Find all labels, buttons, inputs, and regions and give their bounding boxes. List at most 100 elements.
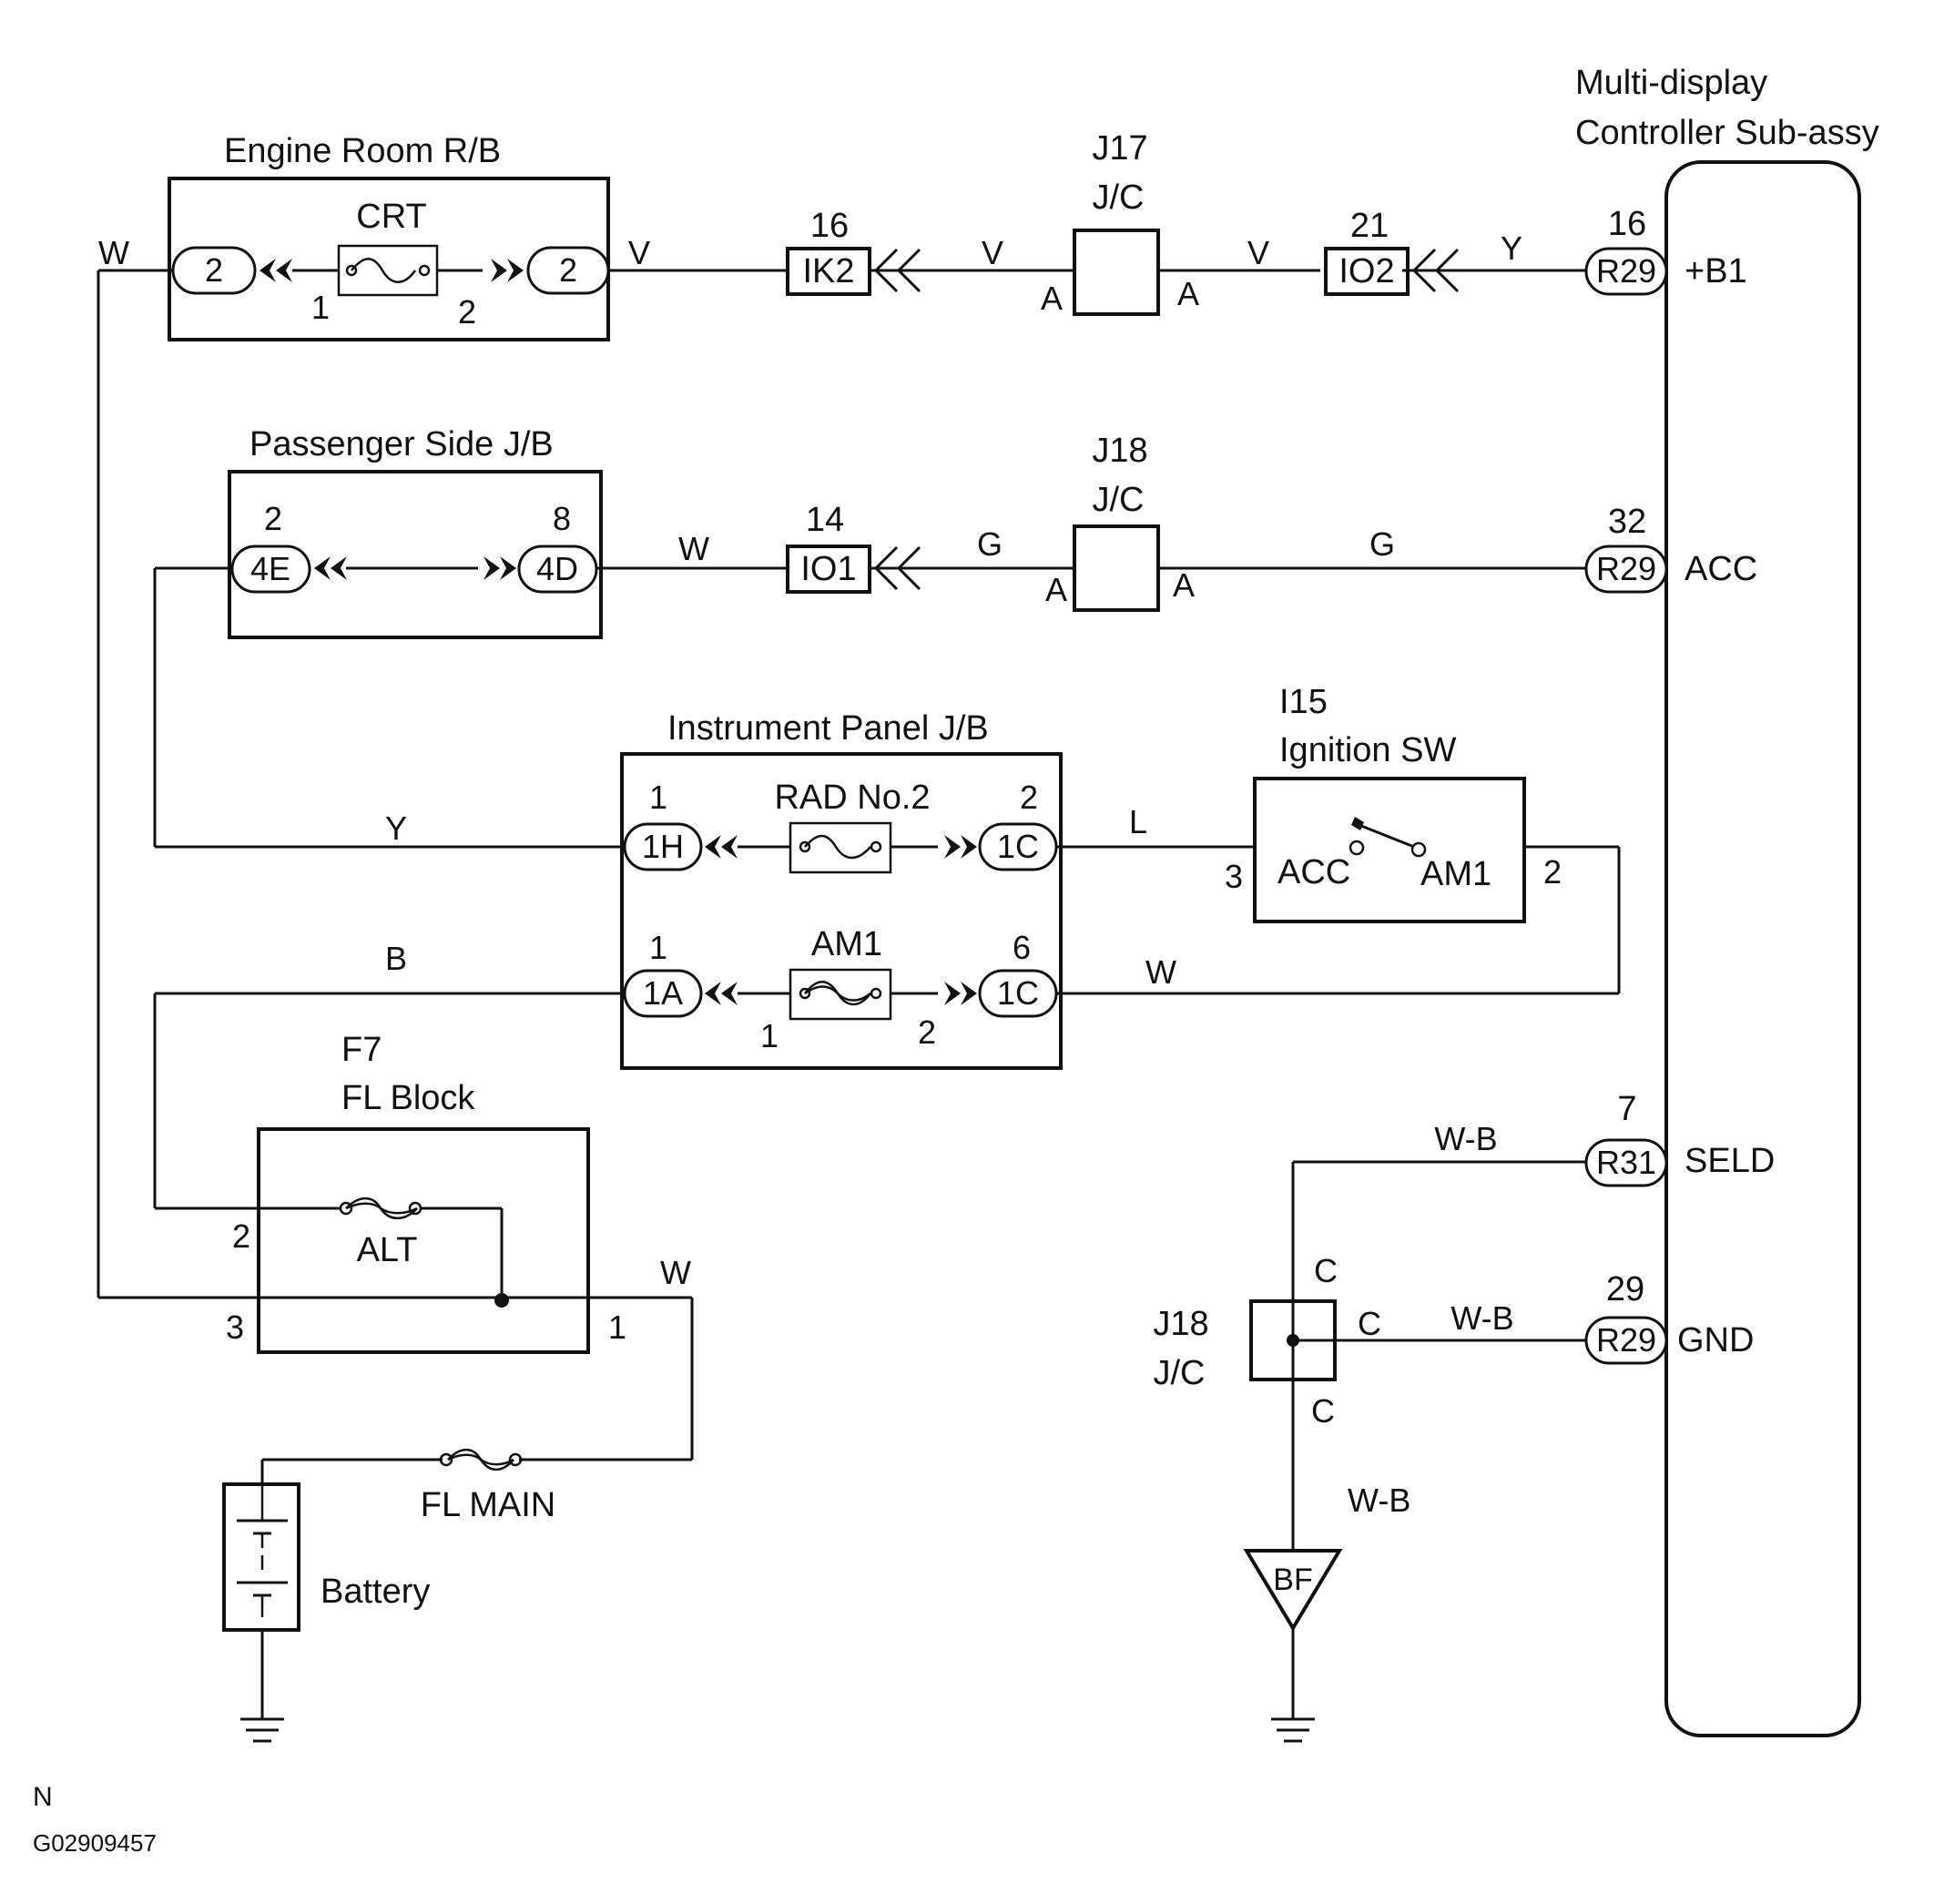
pin-seld-connector: R31 <box>1596 1144 1656 1181</box>
instrument-panel-jb: Instrument Panel J/B 1 1H RAD No.2 2 1C … <box>385 709 1176 1070</box>
rad-no2-fuse <box>789 821 892 874</box>
crt-fuse-label: CRT <box>356 198 426 236</box>
engine-room-pin-left: 1 <box>311 289 330 326</box>
controller-pin-acc: 32 R29 ACC <box>1584 503 1757 594</box>
controller-pin-b1: 16 R29 +B1 <box>1584 205 1747 296</box>
controller-title-line2: Controller Sub-assy <box>1575 114 1879 152</box>
wire-w-fl-out: W <box>660 1254 691 1291</box>
j18-top-junction: J18 J/C A A G <box>1045 432 1395 612</box>
battery: Battery <box>222 1482 430 1632</box>
j17-pin-left: A <box>1041 280 1063 317</box>
engine-room-title: Engine Room R/B <box>224 132 501 170</box>
pin-gnd-connector: R29 <box>1596 1321 1656 1359</box>
ignition-title: Ignition SW <box>1279 731 1456 769</box>
j17-junction: J17 J/C A A V <box>1041 129 1269 317</box>
instrument-row2-right-conn: 1C <box>997 974 1039 1012</box>
io1-connector: 14 IO1 G <box>786 501 1003 594</box>
fl-block-pin1: 1 <box>608 1308 626 1346</box>
wire-g-j18-out: G <box>1369 525 1395 563</box>
instrument-row2-right-pin: 6 <box>1013 929 1031 966</box>
ignition-pin-right: 2 <box>1543 853 1562 891</box>
controller-pin-gnd: 29 R29 GND <box>1584 1270 1754 1365</box>
pin-acc-connector: R29 <box>1596 550 1656 587</box>
multi-display-controller: Multi-display Controller Sub-assy 16 R29… <box>1575 64 1879 1737</box>
ground-left-icon <box>240 1717 284 1743</box>
ik2-label: IK2 <box>802 252 854 290</box>
instrument-row1-left-pin: 1 <box>649 779 667 816</box>
footer-code: G02909457 <box>33 1829 157 1857</box>
wire-w-instrument-out: W <box>1145 953 1176 991</box>
j18-top-type: J/C <box>1093 481 1145 519</box>
j18-bottom-id: J18 <box>1153 1305 1208 1343</box>
j18-bottom-junction: J18 J/C C C C W-B W-B W-B <box>1153 1120 1513 1519</box>
j18-bottom-pin-top: C <box>1314 1252 1338 1289</box>
am1-fuse <box>789 968 892 1021</box>
pin-seld-signal: SELD <box>1685 1142 1775 1180</box>
engine-room-right-conn-label: 2 <box>559 251 577 289</box>
wire-v-j17-out: V <box>1247 234 1269 271</box>
battery-label: Battery <box>321 1573 430 1611</box>
io1-pin: 14 <box>806 501 844 539</box>
ik2-pin: 16 <box>810 207 849 245</box>
engine-room-pin-right: 2 <box>458 293 476 331</box>
pin-b1-signal: +B1 <box>1685 252 1747 290</box>
instrument-row1-right-pin: 2 <box>1020 779 1038 816</box>
fl-block-id: F7 <box>341 1031 382 1069</box>
passenger-side-jb: Passenger Side J/B 2 4E 8 4D W <box>228 425 709 639</box>
j17-type: J/C <box>1093 178 1145 217</box>
footer-mark: N <box>33 1782 53 1812</box>
ignition-acc-label: ACC <box>1277 853 1350 891</box>
fl-main-fuse: FL MAIN <box>421 1448 556 1524</box>
wire-g-io1-out: G <box>977 525 1003 563</box>
pin-b1-connector: R29 <box>1596 252 1656 290</box>
ignition-pin-left: 3 <box>1225 858 1243 895</box>
passenger-right-pin: 8 <box>553 500 571 537</box>
pin-acc-signal: ACC <box>1685 550 1757 588</box>
ground-point-label: BF <box>1273 1563 1312 1597</box>
wire-wb-down: W-B <box>1348 1481 1410 1519</box>
j18-top-pin-right: A <box>1173 566 1195 604</box>
engine-room-left-conn-label: 2 <box>205 251 223 289</box>
crt-fuse <box>337 244 439 297</box>
j17-pin-right: A <box>1177 275 1199 312</box>
ignition-id: I15 <box>1279 683 1328 721</box>
pin-b1-number: 16 <box>1608 205 1646 243</box>
io1-label: IO1 <box>800 550 856 588</box>
j18-bottom-pin-bottom: C <box>1311 1392 1335 1430</box>
am1-fuse-pin-right: 2 <box>918 1013 936 1051</box>
am1-fuse-pin-left: 1 <box>760 1017 779 1054</box>
engine-room-right-connector <box>526 246 610 295</box>
wire-w-passenger-out: W <box>678 530 709 567</box>
j17-id: J17 <box>1092 129 1147 168</box>
ignition-switch: I15 Ignition SW ACC AM1 3 2 <box>1225 683 1562 923</box>
ik2-connector: 16 IK2 V <box>786 207 1003 296</box>
instrument-row1-left-conn: 1H <box>642 828 684 865</box>
pin-acc-number: 32 <box>1608 503 1646 541</box>
wire-wb-seld: W-B <box>1434 1120 1497 1157</box>
engine-room-rb: Engine Room R/B 2 CRT 2 1 2 W V <box>98 132 650 341</box>
io2-connector: 21 IO2 Y <box>1324 207 1522 296</box>
instrument-row2-left-pin: 1 <box>649 929 667 966</box>
controller-pin-seld: 7 R31 SELD <box>1584 1090 1775 1187</box>
wires <box>97 269 1666 1719</box>
wire-b-instrument-in: B <box>385 940 407 977</box>
ground-right-icon <box>1271 1717 1315 1743</box>
fl-block-title: FL Block <box>341 1079 475 1117</box>
engine-room-left-connector <box>171 246 257 295</box>
ground-point-bf: BF <box>1243 1549 1343 1632</box>
passenger-left-conn: 4E <box>250 550 290 587</box>
fl-block-pin2: 2 <box>232 1217 250 1255</box>
pin-gnd-signal: GND <box>1677 1321 1754 1359</box>
wire-v-ik2-out: V <box>982 234 1003 271</box>
ignition-am1-label: AM1 <box>1420 855 1491 893</box>
wire-w-top-left: W <box>98 234 129 271</box>
fl-main-label: FL MAIN <box>421 1486 556 1524</box>
instrument-title: Instrument Panel J/B <box>667 709 989 748</box>
j18-top-pin-left: A <box>1045 571 1067 608</box>
passenger-title: Passenger Side J/B <box>249 425 554 463</box>
io2-pin: 21 <box>1350 207 1389 245</box>
fl-block-pin3: 3 <box>226 1308 244 1346</box>
controller-title-line1: Multi-display <box>1575 64 1767 102</box>
fl-block: F7 FL Block ALT 2 3 1 W <box>226 1031 691 1354</box>
